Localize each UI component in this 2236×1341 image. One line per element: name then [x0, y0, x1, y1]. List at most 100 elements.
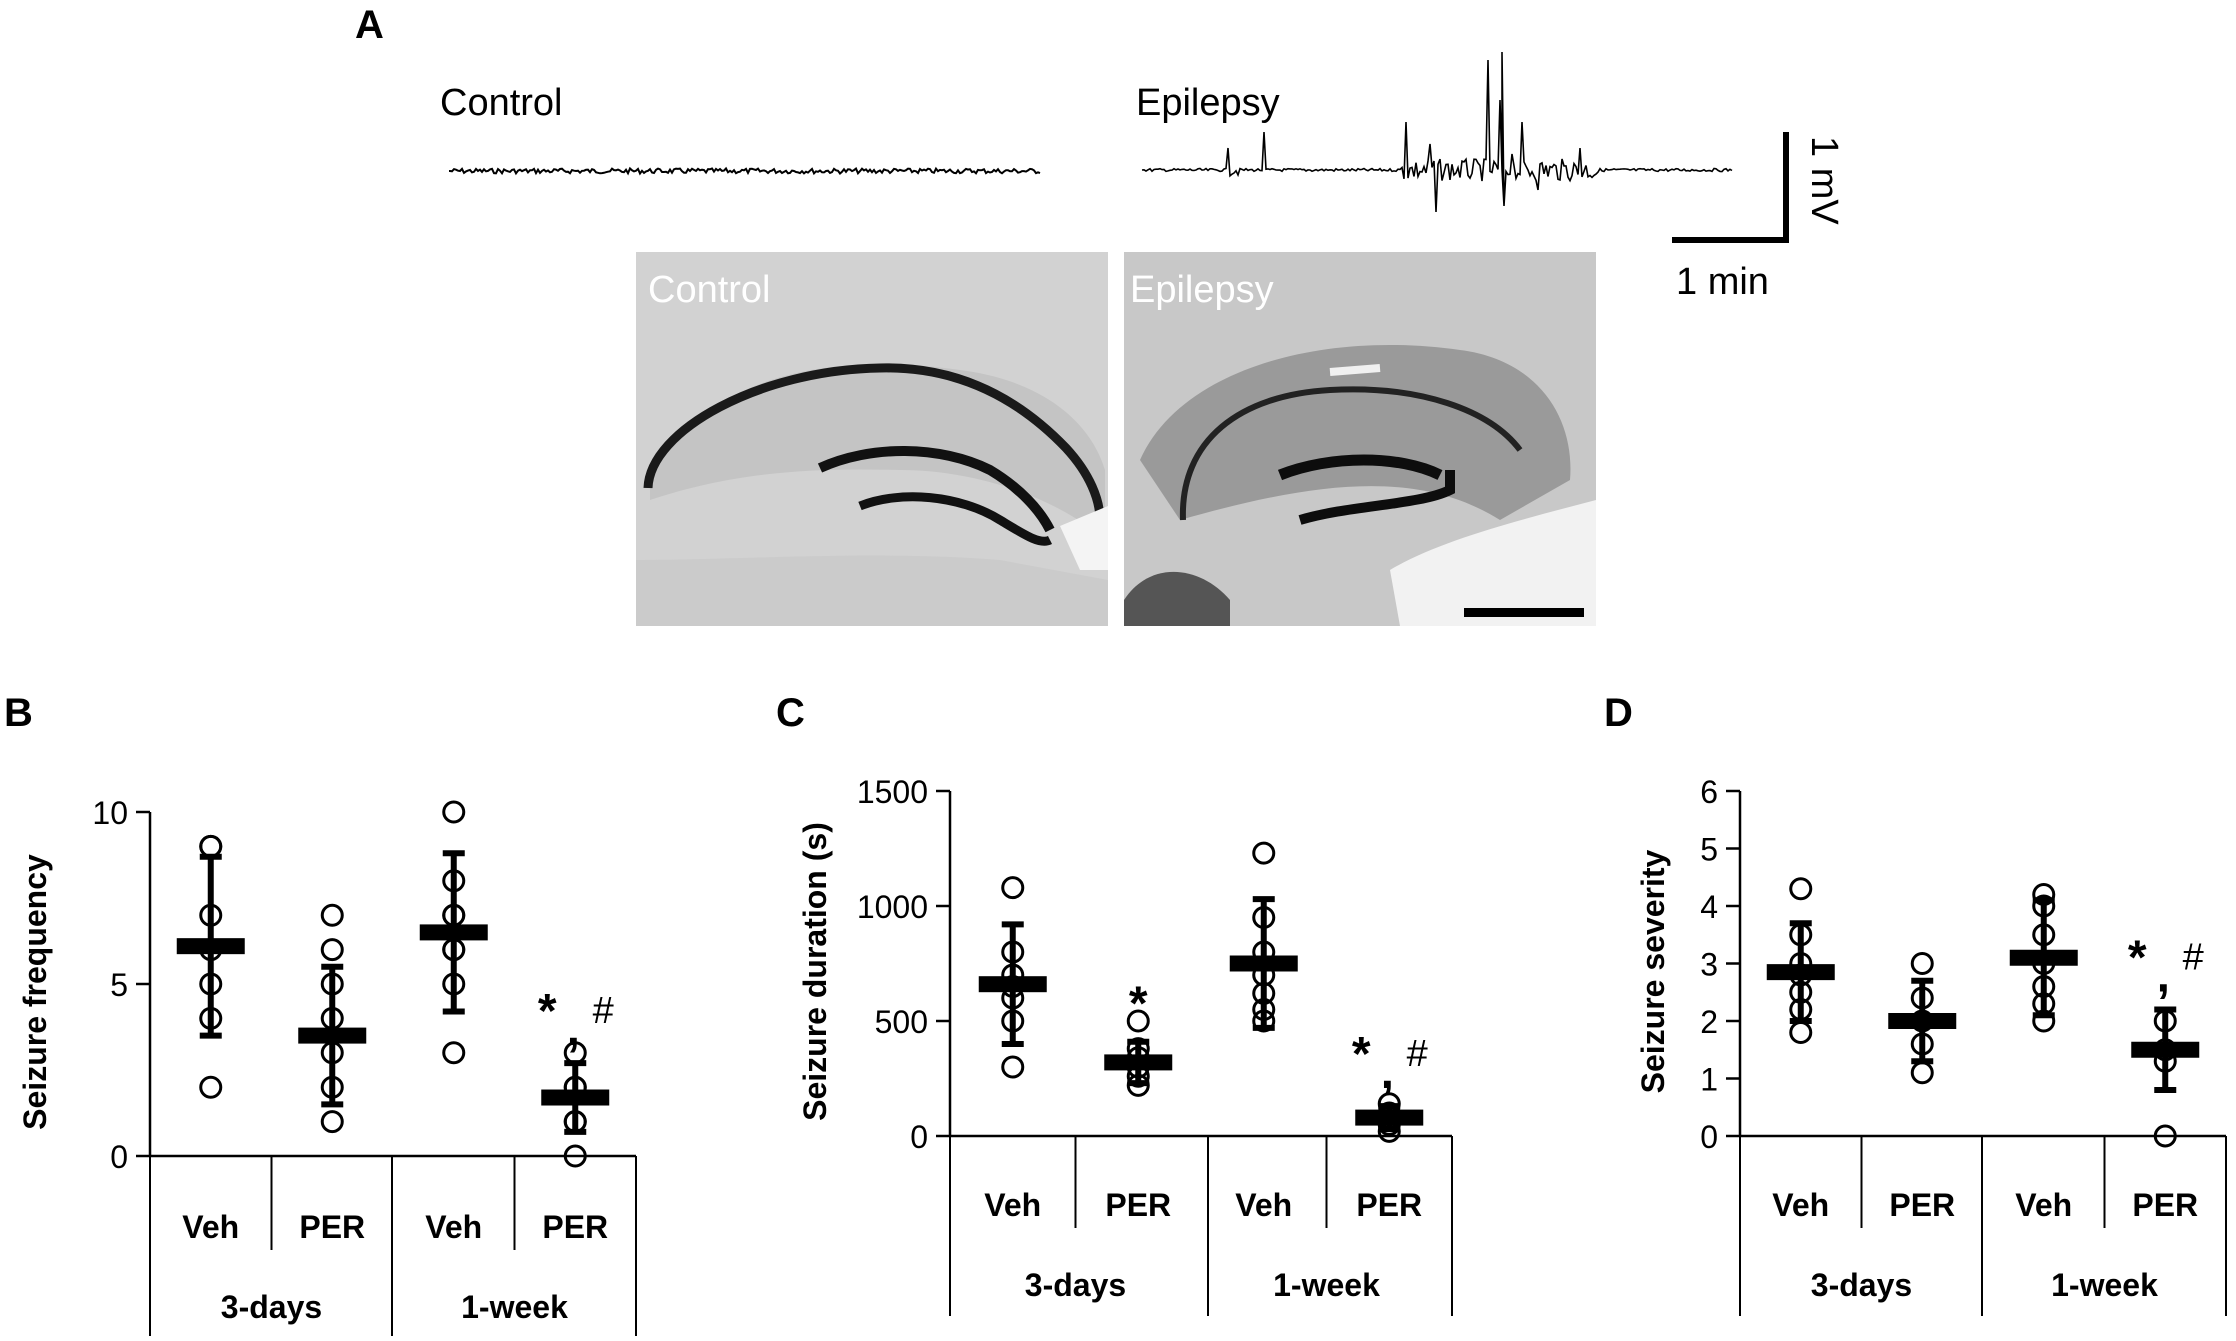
dentate-gyrus-epilepsy-upper	[1277, 454, 1443, 481]
data-point	[2032, 923, 2056, 947]
eeg-trace-epilepsy	[1141, 51, 1733, 213]
data-point	[1126, 1073, 1150, 1097]
data-point	[1001, 940, 1025, 964]
hippocampus-ca-layer-epilepsy	[1179, 386, 1523, 521]
category-label: PER	[1105, 1187, 1171, 1223]
mean-bar	[1766, 964, 1835, 981]
data-point	[563, 1041, 587, 1065]
significance-hash: #	[2183, 937, 2204, 979]
y-tick-label: 1	[1700, 1062, 1718, 1098]
dentate-gyrus-upper	[817, 446, 1055, 533]
scale-bar-time-label: 1 min	[1676, 261, 1769, 303]
category-label: PER	[1889, 1187, 1955, 1223]
significance-comma: ,	[1381, 1046, 1394, 1099]
data-point	[199, 834, 223, 858]
data-point	[1001, 876, 1025, 900]
significance-mark: *	[1352, 1028, 1371, 1081]
data-point	[2032, 894, 2056, 918]
data-point	[1910, 1061, 1934, 1085]
data-point	[2032, 1009, 2056, 1033]
histology-control-label: Control	[648, 269, 771, 311]
significance-mark: *	[2128, 932, 2147, 985]
scale-bar-voltage-label: 1 mV	[1803, 136, 1845, 225]
panel-b-label: B	[4, 691, 33, 735]
y-tick-label: 6	[1700, 774, 1718, 810]
trace-epilepsy-label: Epilepsy	[1136, 82, 1280, 124]
data-point	[442, 1041, 466, 1065]
panel-a: A Control Epilepsy 1 mV 1 min Control	[355, 3, 1845, 626]
mean-bar	[2131, 1041, 2200, 1058]
data-point	[1252, 841, 1276, 865]
data-point	[320, 1075, 344, 1099]
data-point	[442, 800, 466, 824]
data-point	[2032, 992, 2056, 1016]
data-point	[199, 1006, 223, 1030]
histology-image-control: Control	[636, 252, 1108, 626]
data-point	[1252, 981, 1276, 1005]
mean-bar	[978, 976, 1047, 993]
histology-scale-bar	[1464, 608, 1584, 617]
y-tick-label: 10	[92, 795, 128, 831]
data-point	[199, 972, 223, 996]
data-point	[2153, 1124, 2177, 1148]
y-tick-label: 3	[1700, 947, 1718, 983]
data-point	[320, 938, 344, 962]
mean-bar	[1104, 1054, 1173, 1071]
y-tick-label: 0	[1700, 1119, 1718, 1155]
category-label: Veh	[1772, 1187, 1829, 1223]
category-label: Veh	[182, 1209, 239, 1245]
significance-hash: #	[1407, 1033, 1428, 1075]
significance-hash: #	[593, 990, 614, 1032]
y-tick-label: 4	[1700, 889, 1718, 925]
panel-a-label: A	[355, 3, 384, 47]
eeg-trace-control	[449, 166, 1041, 176]
data-point	[1910, 986, 1934, 1010]
significance-comma: ,	[567, 1003, 580, 1056]
data-point	[442, 869, 466, 893]
group-label: 1-week	[2051, 1267, 2158, 1303]
y-axis-label: Seizure frequency	[17, 854, 53, 1130]
category-label: PER	[542, 1209, 608, 1245]
data-point	[320, 972, 344, 996]
histology-epilepsy-label: Epilepsy	[1130, 269, 1274, 311]
data-point	[2153, 1009, 2177, 1033]
data-point	[1001, 1009, 1025, 1033]
y-tick-label: 500	[875, 1004, 928, 1040]
data-point	[563, 1110, 587, 1134]
category-label: PER	[1356, 1187, 1422, 1223]
trace-control-label: Control	[440, 82, 563, 124]
dentate-gyrus-epilepsy-lower	[1298, 470, 1455, 525]
hippocampus-ca-layer	[643, 363, 1105, 521]
y-tick-label: 5	[110, 967, 128, 1003]
data-point	[2032, 975, 2056, 998]
y-axis-label: Seizure severity	[1635, 849, 1671, 1093]
histology-image-epilepsy: Epilepsy	[1124, 252, 1596, 626]
mean-bar	[176, 938, 245, 955]
significance-mark: *	[538, 985, 557, 1038]
y-tick-label: 5	[1700, 832, 1718, 868]
mean-bar	[298, 1027, 367, 1044]
data-point	[199, 903, 223, 927]
data-point	[442, 972, 466, 996]
data-point	[1001, 1055, 1025, 1079]
mean-bar	[2009, 949, 2078, 966]
data-point	[563, 1144, 587, 1168]
category-label: PER	[2132, 1187, 2198, 1223]
group-label: 1-week	[461, 1289, 568, 1325]
data-point	[1910, 952, 1934, 975]
y-tick-label: 0	[110, 1139, 128, 1175]
y-tick-label: 0	[910, 1119, 928, 1155]
data-point	[2032, 883, 2056, 906]
category-label: Veh	[2015, 1187, 2072, 1223]
data-point	[1789, 923, 1813, 947]
category-label: Veh	[1235, 1187, 1292, 1223]
group-label: 3-days	[221, 1289, 322, 1325]
data-point	[1252, 906, 1276, 929]
group-label: 1-week	[1273, 1267, 1380, 1303]
mean-bar	[1355, 1109, 1424, 1126]
category-label: Veh	[425, 1209, 482, 1245]
data-point	[199, 1075, 223, 1099]
mean-bar	[1888, 1013, 1957, 1029]
